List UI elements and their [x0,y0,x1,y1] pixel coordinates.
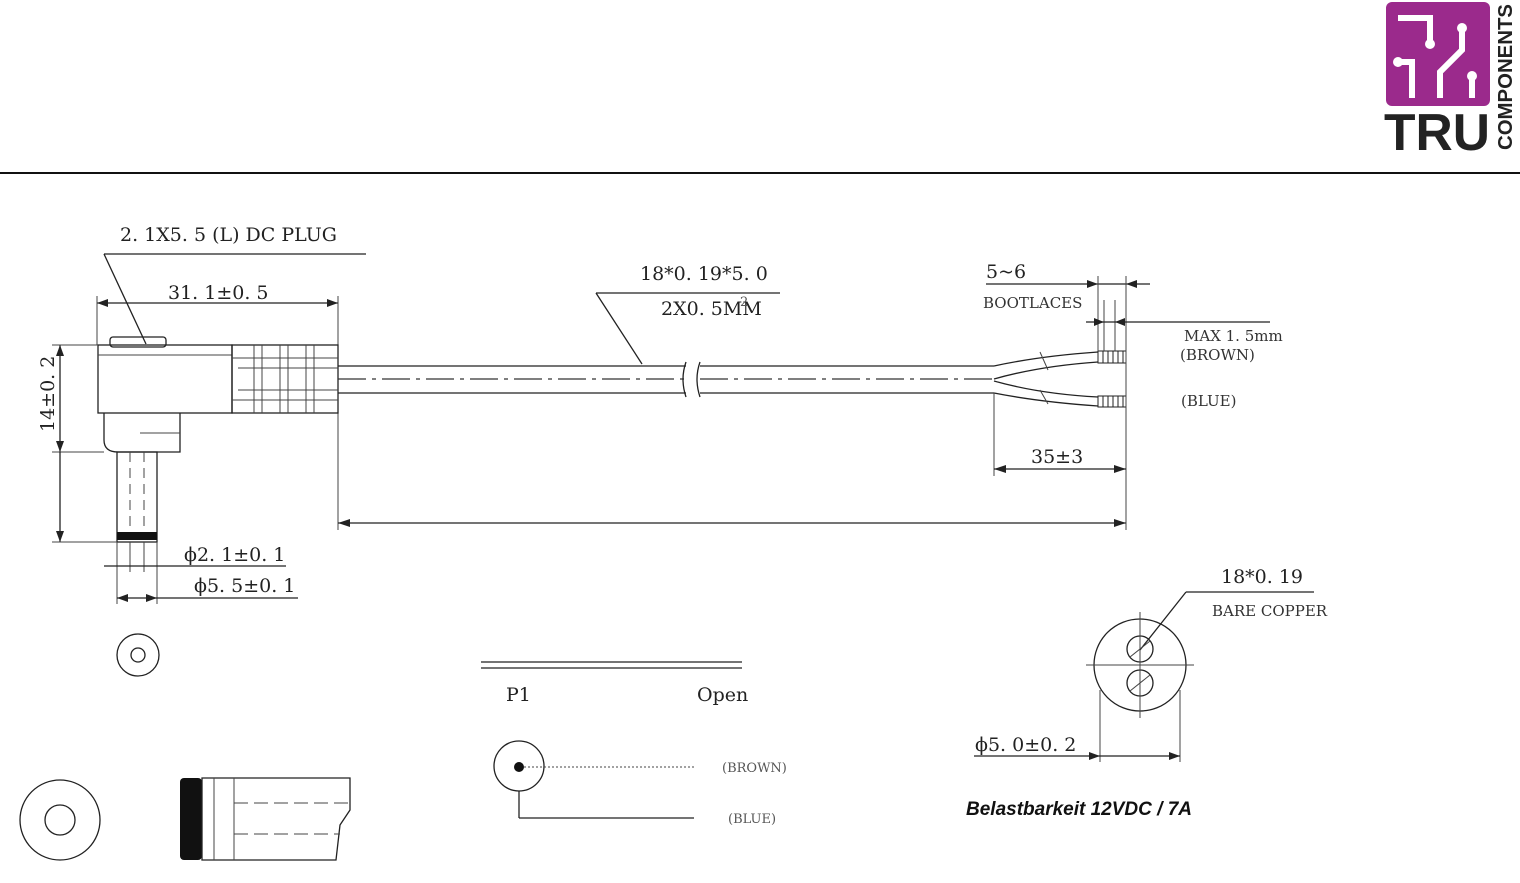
pin-tip-band [117,532,157,540]
bootlaces-label: BOOTLACES [983,294,1082,312]
conductor-spec-label: 18*0. 19 [1221,566,1303,588]
plug-tip-side-view [180,777,351,861]
blue-wire-label: (BLUE) [1181,392,1236,410]
outer-diameter-label: ϕ5. 5±0. 1 [194,575,295,597]
plug-schematic-symbol [493,740,694,819]
strip-length-label: 35±3 [1031,446,1083,468]
plug-front-view [19,779,101,861]
logo-brand-text: TRU [1384,104,1490,162]
plug-height-label: 14±0. 2 [37,356,59,432]
plug-title: 2. 1X5. 5 (L) DC PLUG [120,224,337,246]
cable-spec-primary: 18*0. 19*5. 0 [640,263,768,285]
wire-ends [993,350,1127,408]
blue-terminal-label: (BLUE) [728,812,776,827]
brown-wire-label: (BROWN) [1180,346,1255,364]
cable-cross-section [1086,612,1194,718]
bare-copper-label: BARE COPPER [1212,602,1328,620]
max-strip-label: MAX 1. 5mm [1184,327,1283,345]
logo-circuit-traces [1398,15,1475,98]
cable-body [338,361,994,398]
cable-diameter-label: ϕ5. 0±0. 2 [975,734,1076,756]
cable-spec-superscript: 2 [740,295,748,310]
p1-label: P1 [506,684,531,706]
plug-end-view [116,633,160,677]
conductor-leader [1139,591,1187,651]
logo-sub-text: COMPONENTS [1495,4,1517,150]
cable-spec-leader [595,292,643,365]
tru-components-logo: TRU COMPONENTS [1384,2,1517,162]
cable-spec-secondary: 2X0. 5MM [661,298,762,320]
brown-terminal-label: (BROWN) [722,761,787,776]
plug-length-label: 31. 1±0. 5 [168,282,269,304]
open-label: Open [697,684,748,706]
dc-plug-side-view [97,336,339,543]
bootlace-length-label: 5~6 [986,261,1026,283]
plug-title-leader [103,253,147,345]
logo-circuit-dots [1393,23,1477,81]
load-rating-note: Belastbarkeit 12VDC / 7A [966,799,1192,820]
inner-diameter-label: ϕ2. 1±0. 1 [184,544,285,566]
